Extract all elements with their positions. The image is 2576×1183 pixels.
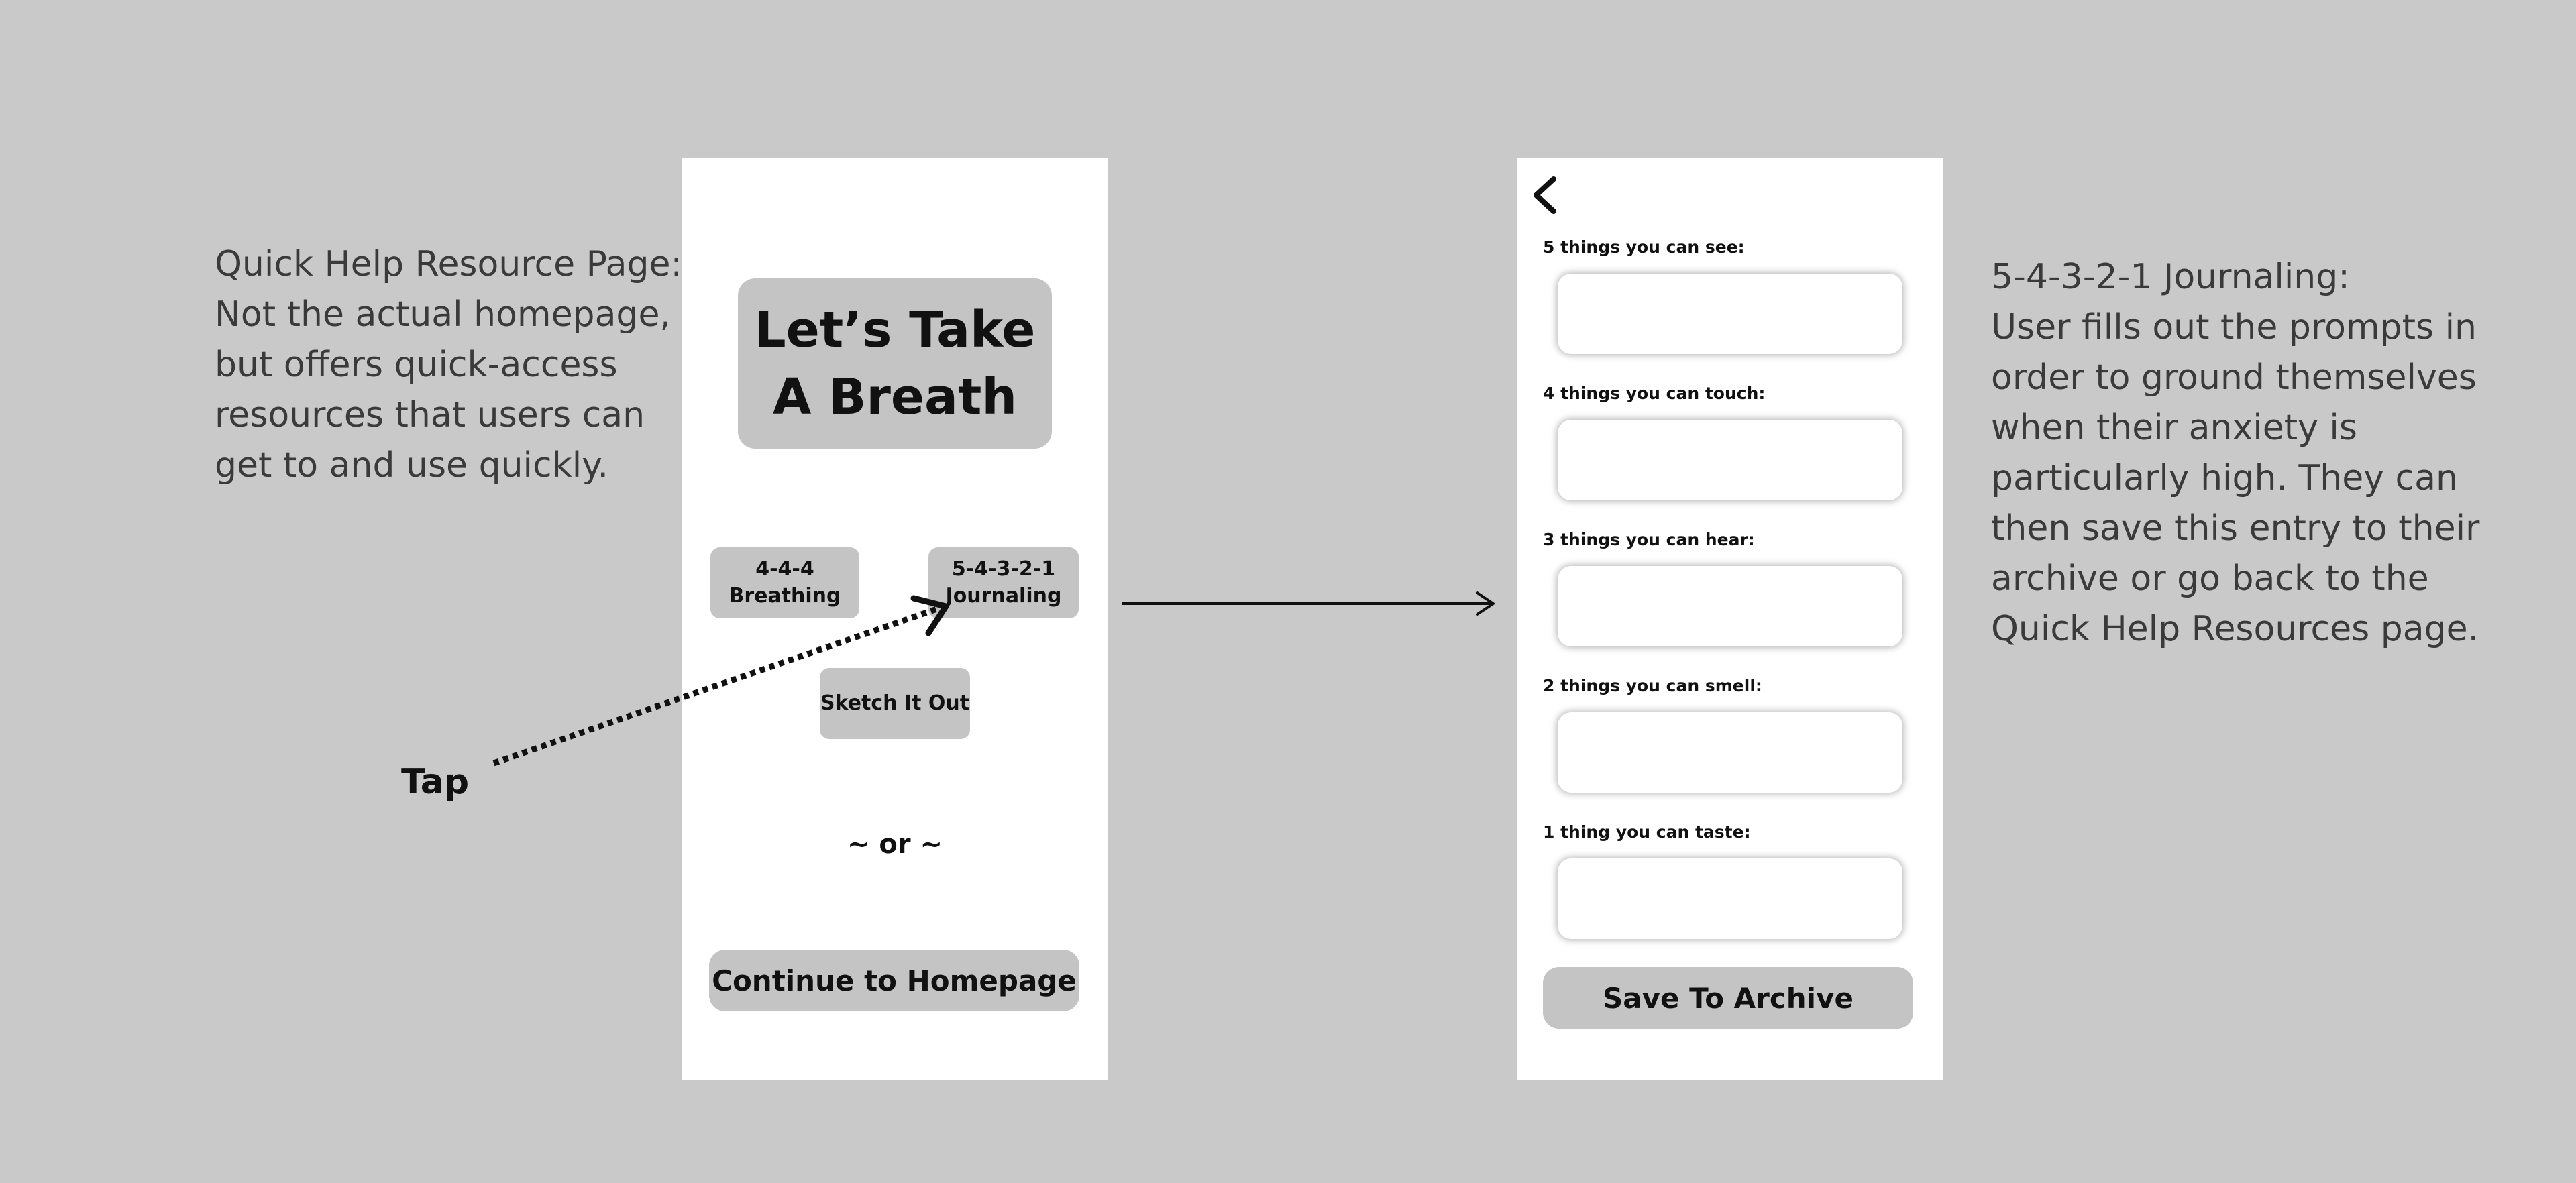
flow-arrow: [1122, 592, 1495, 616]
touch-input[interactable]: [1558, 420, 1902, 500]
tap-arrow: [492, 595, 949, 767]
journaling-description: 5-4-3-2-1 Journaling: User fills out the…: [1991, 257, 2480, 649]
quick-help-description: Quick Help Resource Page: Not the actual…: [215, 244, 683, 486]
prompt-label-smell: 2 things you can smell:: [1543, 676, 1762, 695]
prompt-label-see: 5 things you can see:: [1543, 237, 1745, 257]
taste-input[interactable]: [1558, 858, 1902, 939]
continue-homepage-button[interactable]: Continue to Homepage: [709, 950, 1079, 1011]
prompt-label-touch: 4 things you can touch:: [1543, 384, 1766, 403]
breathing-button[interactable]: 4-4-4 Breathing: [710, 547, 859, 618]
chevron-left-icon[interactable]: [1529, 175, 1560, 215]
quick-help-screen: Let’s Take A Breath 4-4-4 Breathing 5-4-…: [682, 158, 1108, 1080]
sketch-button[interactable]: Sketch It Out: [820, 668, 970, 739]
journaling-button[interactable]: 5-4-3-2-1 Journaling: [928, 547, 1079, 618]
prompt-label-hear: 3 things you can hear:: [1543, 530, 1755, 549]
save-archive-button[interactable]: Save To Archive: [1543, 967, 1913, 1029]
smell-input[interactable]: [1558, 712, 1902, 793]
hear-input[interactable]: [1558, 566, 1902, 646]
page-title: Let’s Take A Breath: [738, 278, 1052, 449]
tap-label: Tap: [401, 762, 470, 802]
or-divider: ~ or ~: [847, 829, 943, 860]
prompt-label-taste: 1 thing you can taste:: [1543, 822, 1751, 842]
see-input[interactable]: [1558, 274, 1902, 354]
journaling-screen: 5 things you can see: 4 things you can t…: [1517, 158, 1943, 1080]
